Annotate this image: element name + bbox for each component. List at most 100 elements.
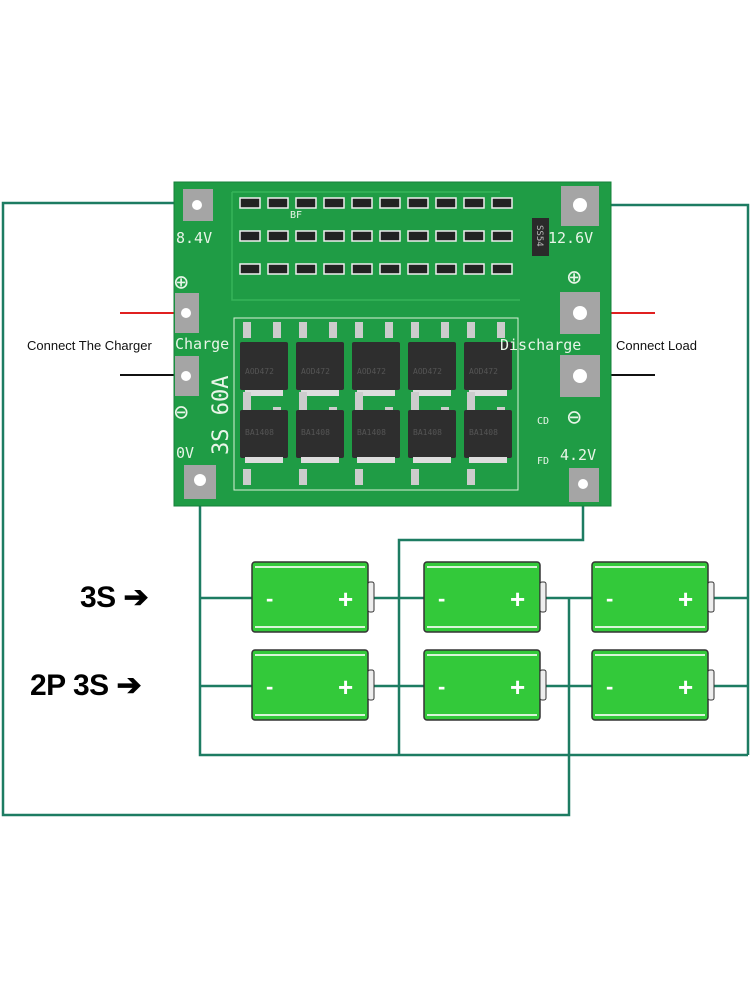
mosfet-top-5: AOD472 (464, 322, 512, 408)
smd-resistor (463, 263, 485, 275)
mosfet-marking: AOD472 (413, 367, 442, 376)
diode (532, 218, 549, 256)
mosfet-marking: BA1408 (413, 428, 442, 437)
smd-resistor (351, 230, 373, 242)
battery-negative-sign: - (266, 674, 273, 699)
mosfet-marking: BA1408 (245, 428, 274, 437)
smd-resistor (435, 197, 457, 209)
battery-negative-sign: - (438, 674, 445, 699)
label-rating: 3S 60A (209, 376, 234, 455)
charge-minus-symbol: ⊖ (174, 398, 188, 426)
smd-resistor (407, 263, 429, 275)
battery-positive-sign: + (678, 584, 693, 614)
wire-12v6-to-top (580, 203, 750, 755)
smd-resistor (435, 230, 457, 242)
config-2p3s-text: 2P 3S (30, 669, 109, 702)
battery-terminal (707, 581, 715, 613)
wires (1, 201, 750, 817)
smd-resistor (491, 263, 513, 275)
mosfet-bottom-1: BA1408 (240, 407, 288, 485)
battery-terminal (367, 581, 375, 613)
connect-charger-label: Connect The Charger (27, 338, 152, 353)
mosfet-top-3: AOD472 (352, 322, 400, 408)
smd-resistor (295, 230, 317, 242)
arrow-right-icon: ➔ (123, 581, 149, 614)
smd-resistor (295, 197, 317, 209)
pad-0v (184, 465, 216, 499)
smd-resistor (239, 230, 261, 242)
pad-load-minus (560, 355, 600, 397)
config-3s-label: 3S ➔ (80, 580, 149, 615)
battery-positive-sign: + (338, 584, 353, 614)
battery-terminal (707, 669, 715, 701)
smd-resistor (267, 197, 289, 209)
battery-cell: -+ (591, 561, 715, 633)
battery-negative-sign: - (606, 586, 613, 611)
smd-resistor (379, 230, 401, 242)
label-discharge: Discharge (500, 336, 581, 354)
pad-load-plus (560, 292, 600, 334)
mosfet-top-4: AOD472 (408, 322, 456, 408)
smd-resistor (323, 263, 345, 275)
connect-load-label: Connect Load (616, 338, 697, 353)
smd-resistor (379, 197, 401, 209)
battery-cell: -+ (423, 561, 547, 633)
smd-resistor (379, 263, 401, 275)
smd-resistor (351, 263, 373, 275)
smd-resistor (463, 230, 485, 242)
charge-plus-symbol: ⊕ (174, 268, 188, 296)
label-fd: FD (537, 456, 549, 467)
load-plus-symbol: ⊕ (567, 263, 581, 291)
battery-positive-sign: + (510, 672, 525, 702)
smd-resistor (239, 197, 261, 209)
smd-resistor (323, 230, 345, 242)
mosfet-marking: BA1408 (357, 428, 386, 437)
label-4v2: 4.2V (560, 446, 596, 464)
smd-resistor (407, 230, 429, 242)
load-minus-symbol: ⊖ (567, 403, 581, 431)
battery-terminal (367, 669, 375, 701)
mosfet-marking: BA1408 (469, 428, 498, 437)
label-12v6: 12.6V (548, 229, 593, 247)
mosfet-bottom-4: BA1408 (408, 407, 456, 485)
smd-resistor (407, 197, 429, 209)
wire-8v4-to-mid (1, 201, 571, 817)
pad-4v2 (569, 468, 599, 502)
config-2p3s-label: 2P 3S ➔ (30, 668, 142, 703)
mosfet-marking: AOD472 (357, 367, 386, 376)
pcb-trace-outline (231, 191, 520, 301)
battery-negative-sign: - (438, 586, 445, 611)
pad-charge-minus (175, 356, 199, 396)
battery-positive-sign: + (510, 584, 525, 614)
battery-pack: -+-+-+-+-+-+ (251, 561, 715, 721)
wire-0v (198, 482, 748, 757)
battery-negative-sign: - (606, 674, 613, 699)
smd-resistor (239, 263, 261, 275)
label-bf: BF (290, 210, 302, 221)
label-cd: CD (537, 416, 549, 427)
mosfet-bottom-5: BA1408 (464, 407, 512, 485)
smd-resistor (491, 230, 513, 242)
battery-cell: -+ (251, 649, 375, 721)
smd-resistor (351, 197, 373, 209)
battery-positive-sign: + (678, 672, 693, 702)
smd-components (239, 197, 513, 275)
label-0v: 0V (176, 444, 194, 462)
power-section-outline (233, 317, 519, 491)
smd-resistor (295, 263, 317, 275)
battery-cell: -+ (591, 649, 715, 721)
wire-4v2 (397, 487, 585, 755)
mosfet-marking: AOD472 (245, 367, 274, 376)
pad-charge-plus (175, 293, 199, 333)
battery-negative-sign: - (266, 586, 273, 611)
battery-terminal (539, 669, 547, 701)
battery-cell: -+ (251, 561, 375, 633)
smd-resistor (267, 230, 289, 242)
battery-terminal (539, 581, 547, 613)
arrow-right-icon: ➔ (116, 669, 142, 702)
mosfet-bottom-3: BA1408 (352, 407, 400, 485)
pad-8v4 (183, 189, 213, 221)
